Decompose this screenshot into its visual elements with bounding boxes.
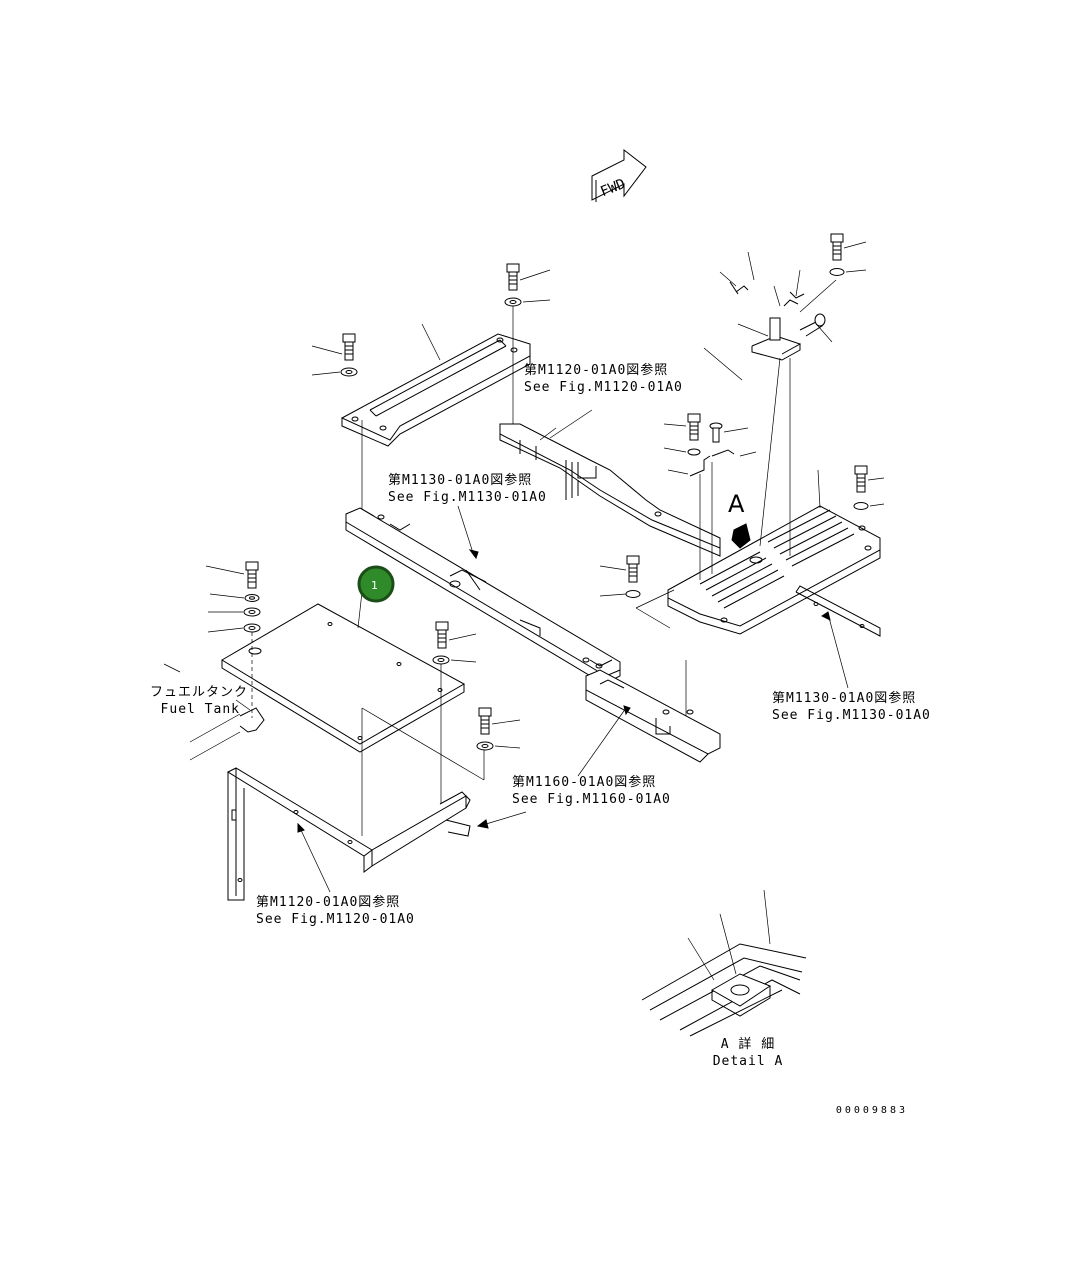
detail-a-label-en: Detail A — [712, 1054, 784, 1069]
bolt-icon — [506, 263, 551, 291]
bolt-icon — [478, 707, 521, 735]
fuel-tank-cover-plate — [221, 591, 466, 753]
reference-label-jp: 第M1130-01A0図参照 — [388, 473, 533, 488]
upper-left-bracket — [340, 323, 531, 447]
bolt-icon — [205, 561, 259, 589]
washer-icon — [311, 367, 358, 377]
washer-icon — [853, 502, 885, 510]
reference-label-jp: 第M1120-01A0図参照 — [256, 895, 401, 910]
detail-a-letter: A — [728, 490, 745, 518]
screw-icon — [709, 422, 749, 443]
reference-label: 第M1120-01A0図参照 See Fig.M1120-01A0 — [256, 894, 415, 928]
washer-icon — [207, 623, 261, 633]
reference-label-en: See Fig.M1160-01A0 — [512, 792, 671, 807]
bolt-icon — [599, 555, 640, 583]
reference-label: 第M1130-01A0図参照 See Fig.M1130-01A0 — [772, 690, 931, 724]
reference-label-jp: 第M1130-01A0図参照 — [772, 691, 917, 706]
lower-left-frame — [226, 767, 471, 901]
callout-number: 1 — [371, 579, 378, 592]
washer-icon — [209, 593, 260, 602]
detail-a-label-jp: A 詳 細 — [720, 1037, 776, 1052]
washer-icon — [476, 741, 521, 751]
washer-icon — [432, 655, 477, 665]
fwd-arrow-icon: FWD — [591, 148, 647, 202]
fuel-tank-label: フュエルタンク Fuel Tank — [150, 684, 249, 718]
bolt-icon — [830, 233, 867, 261]
lower-rail-section — [585, 660, 721, 763]
reference-label-en: See Fig.M1120-01A0 — [524, 380, 683, 395]
fuel-tank-label-en: Fuel Tank — [160, 702, 240, 717]
reference-label-en: See Fig.M1130-01A0 — [388, 490, 547, 505]
reference-label-en: See Fig.M1130-01A0 — [772, 708, 931, 723]
bolt-icon — [854, 465, 885, 493]
bolt-icon — [663, 413, 701, 441]
washer-icon — [829, 268, 867, 276]
bolt-icon — [311, 333, 356, 361]
upper-rail — [499, 423, 721, 557]
reference-leaders — [297, 409, 849, 893]
washer-icon — [504, 297, 551, 307]
angle-bar — [795, 585, 881, 637]
detail-a-arrow-icon: A — [728, 490, 751, 549]
washer-icon — [208, 607, 261, 617]
reference-label-jp: 第M1120-01A0図参照 — [524, 363, 669, 378]
fuel-tank-outline — [163, 663, 265, 761]
drawing-number: 00009883 — [835, 1105, 908, 1116]
bolt-icon — [435, 621, 477, 649]
reference-label: 第M1120-01A0図参照 See Fig.M1120-01A0 — [524, 362, 683, 396]
reference-label-en: See Fig.M1120-01A0 — [256, 912, 415, 927]
grated-platform — [635, 469, 881, 635]
washer-icon — [663, 447, 701, 456]
reference-label: 第M1160-01A0図参照 See Fig.M1160-01A0 — [512, 774, 671, 808]
washer-icon — [599, 590, 641, 598]
latch-assembly — [703, 251, 837, 556]
fuel-tank-label-jp: フュエルタンク — [150, 685, 249, 700]
part-number-callout[interactable]: 1 — [357, 565, 395, 603]
reference-label-jp: 第M1160-01A0図参照 — [512, 775, 657, 790]
clip-bracket — [667, 449, 757, 477]
detail-a-inset — [641, 889, 807, 1037]
detail-a-label: A 詳 細 Detail A — [710, 1036, 786, 1070]
reference-label: 第M1130-01A0図参照 See Fig.M1130-01A0 — [388, 472, 547, 506]
